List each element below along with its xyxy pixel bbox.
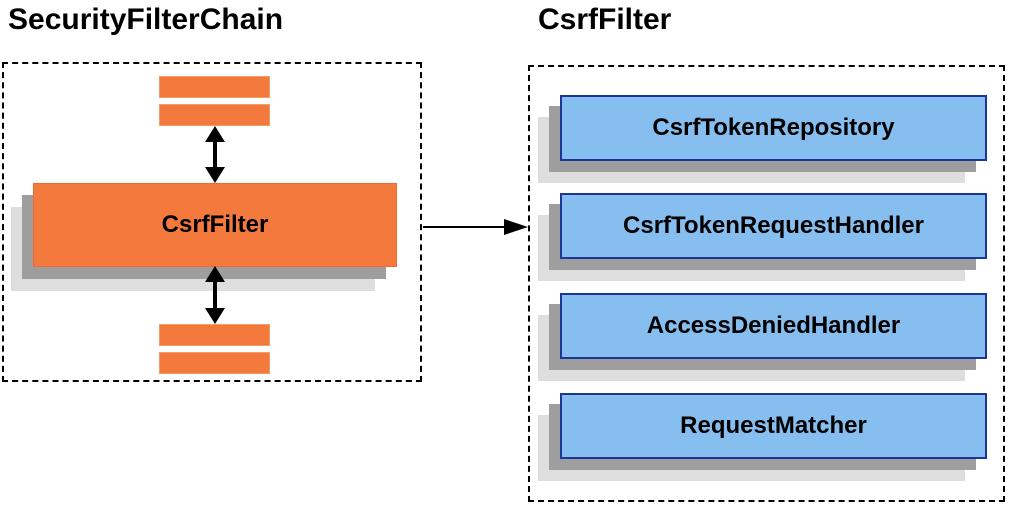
filter-placeholder-bar [159,76,270,98]
arrow-right-icon [423,219,528,235]
filter-placeholder-bar [159,324,270,346]
csrf-filter-detail-container [528,65,1005,502]
component-box-label: RequestMatcher [680,412,867,439]
component-box-csrf-token-request-handler: CsrfTokenRequestHandler [560,193,987,259]
component-box-label: AccessDeniedHandler [646,312,901,339]
component-box-access-denied-handler: AccessDeniedHandler [560,293,987,359]
csrf-filter-box-label: CsrfFilter [161,211,269,238]
double-arrow-icon [205,126,225,183]
right-panel-title: CsrfFilter [538,3,672,36]
csrf-filter-box: CsrfFilter [33,183,397,267]
component-box-label: CsrfTokenRequestHandler [623,212,924,239]
filter-placeholder-bar [159,352,270,374]
component-box-label: CsrfTokenRepository [652,114,895,141]
component-box-csrf-token-repository: CsrfTokenRepository [560,95,987,161]
left-panel-title: SecurityFilterChain [8,3,284,36]
double-arrow-icon [205,266,225,324]
component-box-request-matcher: RequestMatcher [560,393,987,459]
security-filter-chain-container [2,62,422,382]
filter-placeholder-bar [159,104,270,126]
